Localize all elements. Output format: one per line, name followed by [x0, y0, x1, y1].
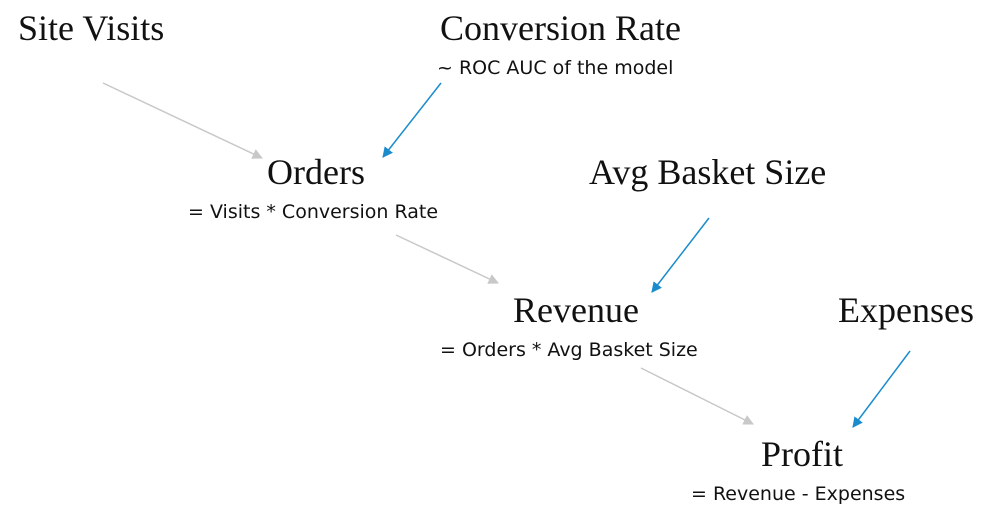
- expenses-title: Expenses: [838, 290, 974, 330]
- avg-basket-size-title: Avg Basket Size: [589, 152, 827, 192]
- arrow-conversion-rate-to-orders: [382, 82, 442, 158]
- revenue-formula: = Orders * Avg Basket Size: [440, 339, 698, 361]
- arrow-site-visits-to-orders: [102, 82, 263, 159]
- revenue-title: Revenue: [513, 290, 639, 330]
- arrow-expenses-to-profit: [852, 350, 911, 428]
- conversion-rate-note: ~ ROC AUC of the model: [437, 57, 674, 79]
- arrow-revenue-to-profit: [640, 367, 754, 425]
- orders-formula: = Visits * Conversion Rate: [188, 201, 439, 223]
- orders-title: Orders: [267, 152, 365, 192]
- arrow-avg-basket-size-to-revenue: [651, 217, 710, 293]
- arrow-orders-to-revenue: [395, 234, 499, 284]
- profit-title: Profit: [761, 434, 844, 474]
- profit-formula: = Revenue - Expenses: [691, 483, 906, 505]
- conversion-rate-title: Conversion Rate: [440, 8, 681, 48]
- site-visits-title: Site Visits: [18, 8, 165, 48]
